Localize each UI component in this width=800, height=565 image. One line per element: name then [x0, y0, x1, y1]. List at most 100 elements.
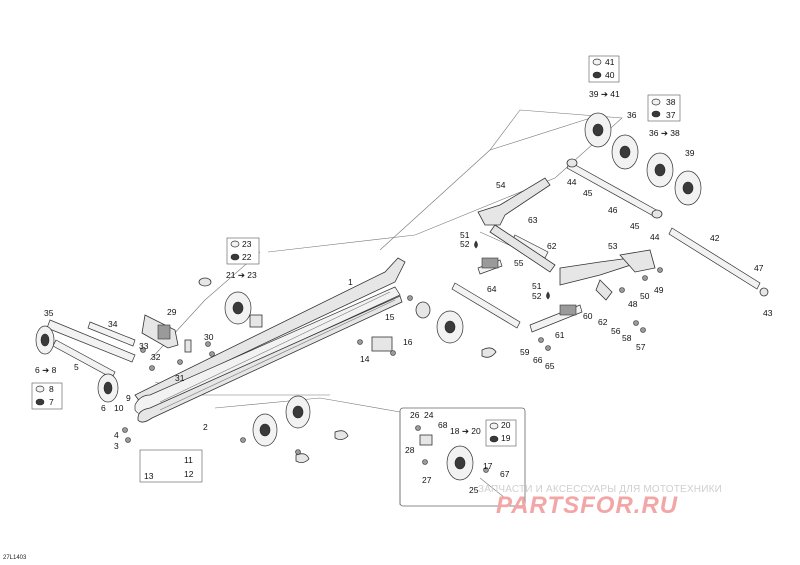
callout-66: 66	[533, 355, 543, 365]
detail-box-wheel-assembly	[399, 407, 526, 507]
callout-29: 29	[167, 307, 177, 317]
callout-57: 57	[636, 342, 646, 352]
callout-46: 46	[608, 205, 618, 215]
callout-62-a: 62	[547, 241, 557, 251]
callout-6-8: 6 ➔ 8	[35, 365, 57, 375]
callout-12: 12	[184, 469, 194, 479]
callout-2: 2	[203, 422, 208, 432]
callout-36-38: 36 ➔ 38	[649, 128, 680, 138]
rod-64	[451, 282, 521, 329]
callout-9: 9	[126, 393, 131, 403]
watermark-caption: ЗАПЧАСТИ И АКСЕССУАРЫ ДЛЯ МОТОТЕХНИКИ	[478, 484, 723, 495]
bumper-lower-2	[295, 453, 310, 463]
callout-39: 39	[685, 148, 695, 158]
kit-icons	[35, 58, 661, 443]
callout-64: 64	[487, 284, 497, 294]
callout-28: 28	[405, 445, 415, 455]
callout-33: 33	[139, 341, 149, 351]
washer-43	[759, 287, 769, 297]
callout-15: 15	[385, 312, 395, 322]
callout-60: 60	[583, 311, 593, 321]
callout-48: 48	[628, 299, 638, 309]
callout-14: 14	[360, 354, 370, 364]
callout-45-a: 45	[583, 188, 593, 198]
callout-59: 59	[520, 347, 530, 357]
callout-22: 22	[242, 252, 252, 262]
diagram-reference-code: 27L1403	[3, 555, 27, 561]
callout-6: 6	[101, 403, 106, 413]
callout-8: 8	[49, 384, 54, 394]
callout-58: 58	[622, 333, 632, 343]
bumper-lower	[334, 430, 349, 440]
bracket-29	[141, 314, 192, 353]
wheel-39b	[674, 170, 702, 206]
callout-49: 49	[654, 285, 664, 295]
callout-43: 43	[763, 308, 773, 318]
callout-25: 25	[469, 485, 479, 495]
callout-52-b: 52	[532, 291, 542, 301]
callout-51-b: 51	[532, 281, 542, 291]
callout-19: 19	[501, 433, 511, 443]
callout-53: 53	[608, 241, 618, 251]
main-rail	[134, 257, 406, 423]
rear-wheel-right	[97, 373, 119, 403]
callout-51-a: 51	[460, 230, 470, 240]
rear-axle-rods	[46, 319, 136, 379]
callout-44-a: 44	[567, 177, 577, 187]
watermark-logo: PARTSFOR.RU	[496, 492, 679, 519]
callout-65: 65	[545, 361, 555, 371]
callout-47: 47	[754, 263, 764, 273]
callout-20: 20	[501, 420, 511, 430]
wheel-lower-a	[252, 413, 278, 447]
callout-56: 56	[611, 326, 621, 336]
callout-17: 17	[483, 461, 493, 471]
callout-36: 36	[627, 110, 637, 120]
callout-44-b: 44	[650, 232, 660, 242]
grease-drop-icons	[474, 240, 550, 300]
callout-31: 31	[175, 373, 185, 383]
wheel-21	[198, 277, 263, 328]
callout-24: 24	[424, 410, 434, 420]
wheel-39	[584, 112, 612, 148]
callout-52-a: 52	[460, 239, 470, 249]
callout-37: 37	[666, 110, 676, 120]
wheel-mid	[415, 301, 497, 358]
callout-39-41: 39 ➔ 41	[589, 89, 620, 99]
callout-18-20: 18 ➔ 20	[450, 426, 481, 436]
callout-21-23: 21 ➔ 23	[226, 270, 257, 280]
callout-labels: 1 2 3 4 5 6 6 ➔ 8 7 8 9 10 11 12 13 14 1…	[35, 57, 773, 495]
spring-60	[529, 304, 583, 333]
callout-27: 27	[422, 475, 432, 485]
callout-11: 11	[184, 455, 193, 465]
callout-54: 54	[496, 180, 506, 190]
callout-68: 68	[438, 420, 448, 430]
spring-55	[477, 257, 503, 275]
callout-38: 38	[666, 97, 676, 107]
callout-67: 67	[500, 469, 510, 479]
callout-50: 50	[640, 291, 650, 301]
kit-box-11-13	[139, 449, 203, 483]
wheel-36	[611, 134, 639, 170]
wheel-36b	[646, 152, 674, 188]
small-bolts	[122, 267, 663, 473]
block-15	[371, 336, 393, 352]
wheel-lower-b	[285, 395, 311, 429]
callout-4: 4	[114, 430, 119, 440]
callout-10: 10	[114, 403, 124, 413]
bushing-44-a	[566, 158, 578, 168]
callout-30: 30	[204, 332, 214, 342]
callout-23: 23	[242, 239, 252, 249]
callout-5: 5	[74, 362, 79, 372]
callout-40: 40	[605, 70, 615, 80]
callout-55: 55	[514, 258, 524, 268]
callout-3: 3	[114, 441, 119, 451]
arm-53	[559, 249, 656, 301]
callout-41: 41	[605, 57, 615, 67]
callout-34: 34	[108, 319, 118, 329]
callout-1: 1	[348, 277, 353, 287]
callout-26: 26	[410, 410, 420, 420]
axle-42	[668, 227, 761, 290]
callout-32: 32	[151, 352, 161, 362]
detail-wheel	[419, 434, 506, 499]
